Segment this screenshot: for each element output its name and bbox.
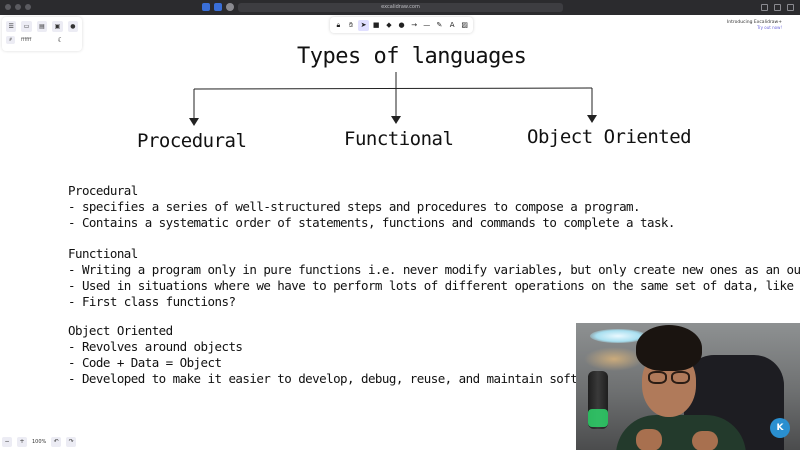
procedural-heading: Procedural (68, 183, 138, 198)
zoom-in-button[interactable]: + (17, 437, 27, 447)
maximize-window-icon[interactable] (25, 4, 31, 10)
moon-icon[interactable]: ☾ (57, 36, 64, 44)
draw-icon[interactable]: ✎ (436, 21, 443, 29)
presenter-body (616, 415, 746, 450)
tab-icons (202, 3, 234, 11)
browser-actions (761, 4, 794, 11)
zoom-out-button[interactable]: − (2, 437, 12, 447)
promo-title[interactable]: Introducing Excalidraw+ (726, 20, 782, 25)
category-object-oriented[interactable]: Object Oriented (527, 126, 692, 148)
object-oriented-notes[interactable]: Object Oriented - Revolves around object… (68, 323, 613, 387)
presenter-right-hand (692, 431, 718, 450)
export-icon[interactable]: ▣ (52, 21, 63, 32)
functional-line: - Writing a program only in pure functio… (68, 262, 800, 277)
undo-icon[interactable]: ↶ (51, 437, 62, 447)
hand-icon[interactable]: ✋︎ (348, 20, 353, 29)
share-icon[interactable] (761, 4, 768, 11)
image-icon[interactable]: ▨ (461, 21, 469, 29)
text-icon[interactable]: A (449, 21, 455, 29)
browser-chrome: excalidraw.com (0, 0, 800, 15)
open-icon[interactable]: ▭ (21, 21, 32, 32)
collaborate-icon[interactable]: ● (67, 21, 79, 32)
category-functional[interactable]: Functional (344, 128, 454, 150)
left-menu-panel: ☰ ▭ ▤ ▣ ● # ffffff ☾ (2, 17, 82, 51)
excalidraw-plus-promo[interactable]: Introducing Excalidraw+ Try out now! (727, 20, 782, 30)
tab-overview-icon[interactable] (787, 4, 794, 11)
procedural-line: - Contains a systematic order of stateme… (68, 215, 675, 230)
glasses (646, 371, 692, 385)
ring-light (590, 329, 646, 343)
rectangle-icon[interactable]: ■ (372, 21, 380, 29)
object-oriented-line: - Developed to make it easier to develop… (68, 371, 613, 386)
horizontal-connector (193, 87, 593, 90)
tab-icon[interactable] (226, 3, 234, 11)
webcam-overlay: K (576, 323, 800, 450)
window-controls (5, 4, 31, 10)
close-window-icon[interactable] (5, 4, 11, 10)
redo-icon[interactable]: ↷ (66, 437, 77, 447)
channel-logo-icon: K (770, 418, 790, 438)
drawing-toolbar: 🔒︎ ✋︎ ➤ ■ ◆ ● → — ✎ A ▨ (330, 17, 473, 33)
microphone-light (588, 409, 608, 427)
presenter-hair (636, 325, 702, 371)
line-icon[interactable]: — (423, 21, 431, 29)
select-icon[interactable]: ➤ (358, 19, 369, 31)
object-oriented-line: - Revolves around objects (68, 339, 243, 354)
promo-link[interactable]: Try out now! (757, 25, 782, 30)
ellipse-icon[interactable]: ● (398, 21, 405, 29)
tab-icon[interactable] (214, 3, 222, 11)
functional-heading: Functional (68, 246, 138, 261)
background-color-swatch[interactable]: # (6, 36, 15, 44)
zoom-controls: − + 100% ↶ ↷ (2, 436, 77, 448)
arrow-icon[interactable]: → (411, 21, 418, 29)
presenter-left-hand (636, 429, 662, 450)
functional-line: - First class functions? (68, 294, 236, 309)
object-oriented-line: - Code + Data = Object (68, 355, 222, 370)
lock-icon[interactable]: 🔒︎ (336, 20, 341, 29)
object-oriented-heading: Object Oriented (68, 323, 173, 338)
background-glow (584, 347, 644, 371)
url-bar[interactable]: excalidraw.com (238, 3, 563, 12)
zoom-level[interactable]: 100% (32, 439, 47, 445)
save-icon[interactable]: ▤ (36, 21, 48, 32)
functional-notes[interactable]: Functional - Writing a program only in p… (68, 246, 800, 310)
functional-line: - Used in situations where we have to pe… (68, 278, 800, 293)
procedural-line: - specifies a series of well-structured … (68, 199, 641, 214)
background-color-value[interactable]: ffffff (21, 37, 32, 43)
tab-icon[interactable] (202, 3, 210, 11)
category-procedural[interactable]: Procedural (137, 130, 247, 152)
diamond-icon[interactable]: ◆ (386, 21, 392, 29)
new-tab-icon[interactable] (774, 4, 781, 11)
diagram-title[interactable]: Types of languages (297, 44, 527, 69)
minimize-window-icon[interactable] (15, 4, 21, 10)
procedural-notes[interactable]: Procedural - specifies a series of well-… (68, 183, 675, 231)
menu-icon[interactable]: ☰ (6, 21, 17, 32)
